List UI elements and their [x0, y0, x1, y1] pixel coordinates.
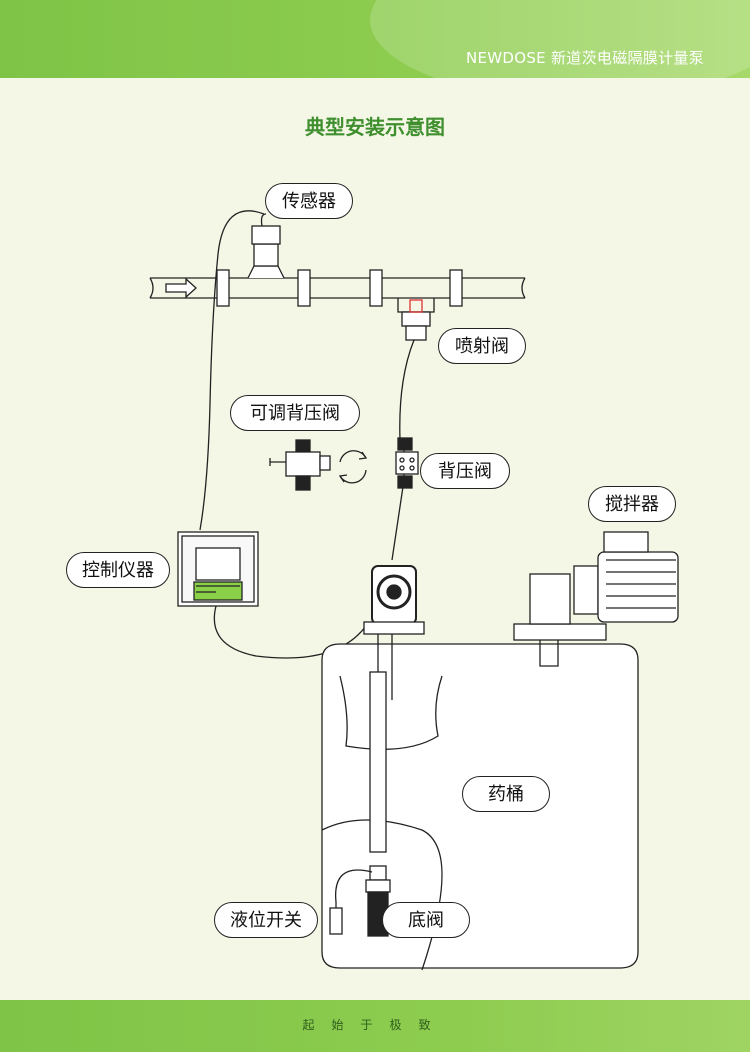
- pump-body: [363, 565, 425, 635]
- mixer-body: [513, 531, 679, 667]
- label-controller: 控制仪器: [66, 552, 170, 588]
- sensor-fitting: [247, 213, 285, 279]
- label-mixer: 搅拌器: [588, 486, 676, 522]
- adjustable-valve-body: [269, 439, 331, 491]
- label-tank: 药桶: [462, 776, 550, 812]
- label-adjustable-back-pressure-valve: 可调背压阀: [230, 395, 360, 431]
- label-injection-valve: 喷射阀: [438, 328, 526, 364]
- page-title: 典型安装示意图: [305, 115, 445, 139]
- brand-title: NEWDOSE 新道茨电磁隔膜计量泵: [465, 49, 704, 67]
- footer-bar: 起始于极致: [0, 1000, 750, 1052]
- label-foot-valve: 底阀: [382, 902, 470, 938]
- header-decoration: [370, 0, 750, 78]
- header-bar: NEWDOSE 新道茨电磁隔膜计量泵: [0, 0, 750, 78]
- level-switch-wire: [335, 869, 373, 922]
- process-pipe: [149, 269, 526, 307]
- footer-motto: 起始于极致: [302, 1018, 448, 1032]
- swap-arrows: [338, 450, 368, 484]
- controller-box: [177, 531, 259, 607]
- label-back-pressure-valve: 背压阀: [420, 453, 510, 489]
- injection-valve-body: [397, 298, 435, 341]
- suction-tube: [365, 634, 393, 937]
- back-pressure-valve-body: [395, 437, 419, 489]
- label-sensor: 传感器: [265, 183, 353, 219]
- label-level-switch: 液位开关: [214, 902, 318, 938]
- sensor-cable: [199, 210, 265, 531]
